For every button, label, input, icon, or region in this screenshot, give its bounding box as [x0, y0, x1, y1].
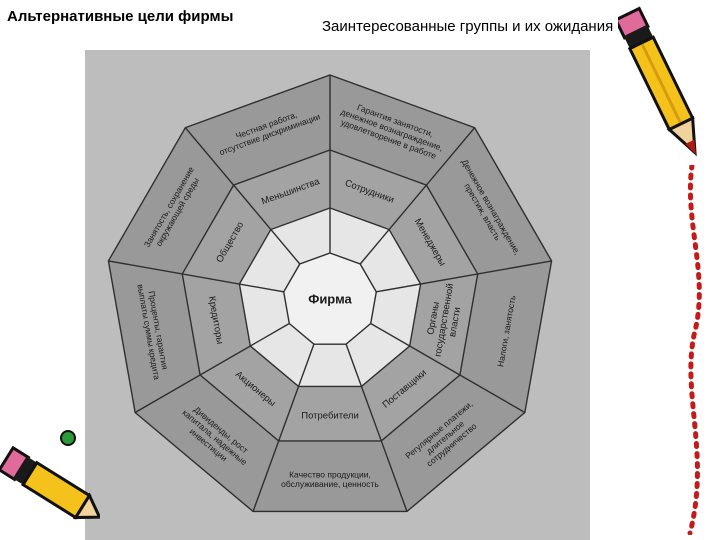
- sector-divider: [359, 127, 476, 265]
- decorative-dots: [687, 165, 702, 535]
- center-label: Фирма: [308, 291, 352, 306]
- stakeholder-label: Потребители: [301, 410, 359, 421]
- expectation-label: Качество продукции,обслуживание, ценност…: [281, 470, 379, 490]
- sector-divider: [108, 260, 284, 293]
- sector-divider: [134, 322, 290, 414]
- slide-title-right: Заинтересованные группы и их ожидания: [322, 18, 614, 35]
- sector-divider: [252, 343, 315, 512]
- slide-title-left: Альтернативные цели фирмы: [7, 8, 234, 25]
- sector-divider: [345, 343, 408, 512]
- pencil-icon: [0, 430, 100, 520]
- center-hub: [282, 252, 378, 345]
- sector-divider: [370, 322, 526, 414]
- pencil-icon: [618, 6, 697, 157]
- sector-divider: [184, 127, 301, 265]
- sector-divider: [376, 260, 552, 293]
